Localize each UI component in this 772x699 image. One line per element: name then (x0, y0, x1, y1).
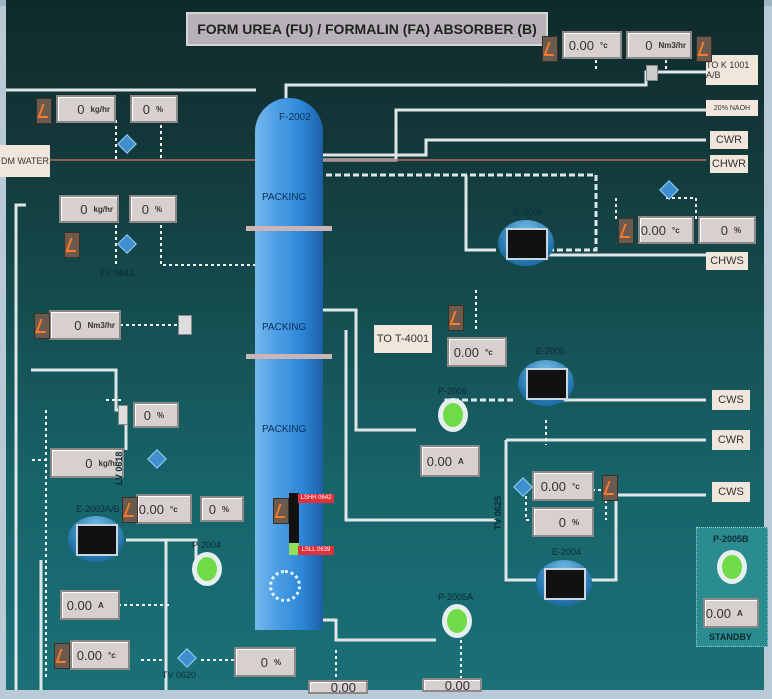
pipe-left-main (14, 203, 26, 690)
equipment-label-p2004: P-2004 (192, 540, 222, 550)
readout-tv0620-temp[interactable]: 0.00°c (70, 640, 130, 670)
heat-exchanger-e2003[interactable] (68, 516, 124, 562)
tag-cws-mid: CWS (712, 390, 750, 410)
trend-icon[interactable] (542, 36, 558, 62)
readout-tv0620-pct[interactable]: 0% (234, 647, 296, 677)
tag-naoh: 20% NAOH (706, 100, 758, 116)
packing-label-2: PACKING (262, 322, 307, 333)
trend-icon[interactable] (54, 643, 70, 669)
readout-lv-pct[interactable]: 0% (133, 402, 179, 428)
pump-p2004[interactable] (192, 552, 222, 586)
trend-icon[interactable] (36, 98, 52, 124)
valve-label-tv0625: TV 0625 (493, 495, 503, 530)
readout-tv0625-temp[interactable]: 0.00°c (532, 471, 594, 501)
pipe-mid (344, 330, 496, 522)
equipment-label-e2004: E-2004 (552, 547, 582, 557)
readout-top-temp[interactable]: 0.00°c (562, 31, 622, 59)
trend-icon[interactable] (448, 305, 464, 331)
equipment-label-p2006: P-2006 (438, 386, 468, 396)
trend-icon[interactable] (34, 313, 50, 339)
heat-exchanger-e2004[interactable] (536, 560, 592, 606)
pipe-cwr (317, 138, 706, 157)
pipe-e2006-in (317, 173, 598, 252)
readout-e2005-temp[interactable]: 0.00°c (447, 337, 507, 367)
level-bar (289, 493, 299, 555)
readout-bottom-2[interactable]: 0.00 (422, 678, 482, 693)
pipe-vent (284, 70, 706, 98)
page-title: FORM UREA (FU) / FORMALIN (FA) ABSORBER … (186, 12, 548, 46)
pump-p2005b[interactable] (717, 550, 747, 584)
equipment-label-e2005: E-2005 (536, 346, 566, 356)
trend-icon[interactable] (273, 498, 289, 524)
readout-e2003-temp[interactable]: 0.00°c (136, 494, 192, 524)
pipe-pump-suction (323, 308, 416, 432)
equipment-label-e2006: E-2006 (514, 207, 544, 217)
trend-icon[interactable] (618, 218, 634, 244)
standby-label: STANDBY (709, 632, 752, 642)
readout-tv0625-pct[interactable]: 0% (532, 507, 594, 537)
heat-exchanger-e2005[interactable] (518, 360, 574, 406)
readout-e2006-temp[interactable]: 0.00°c (638, 216, 694, 244)
tag-to-k1001: TO K 1001 A/B (706, 55, 758, 85)
level-transmitter-icon[interactable] (118, 405, 128, 425)
manway-icon (269, 570, 301, 602)
flow-element-icon[interactable] (178, 315, 192, 335)
pump-p2005a[interactable] (442, 604, 472, 638)
column-tray-2 (246, 354, 332, 359)
trend-icon[interactable] (602, 475, 618, 501)
readout-e2003-pct[interactable]: 0% (200, 496, 244, 522)
equipment-label-p2005a: P-2005A (438, 592, 474, 602)
tag-chws: CHWS (706, 252, 748, 270)
equipment-label-p2005b: P-2005B (713, 534, 749, 544)
alarm-lshh: LSHH 0642 (298, 494, 334, 503)
trend-icon[interactable] (122, 497, 138, 523)
trend-icon[interactable] (64, 232, 80, 258)
readout-fv-pct[interactable]: 0% (129, 195, 177, 223)
pipe-e2006-out (464, 175, 496, 252)
tag-chwr: CHWR (710, 155, 748, 173)
column-tag: F-2002 (279, 112, 311, 123)
pipe-naoh (317, 108, 706, 162)
tag-cwr-top: CWR (710, 131, 748, 149)
tag-to-t4001: TO T-4001 (374, 325, 432, 353)
pipe-cws-low (586, 493, 706, 582)
valve-label-fv0641: FV 0641 (100, 268, 135, 278)
valve-label-lv0618: LV 0618 (114, 451, 124, 485)
flow-element-icon[interactable] (646, 65, 658, 81)
alarm-lsll: LSLL 0639 (298, 546, 334, 555)
pipe-bottom (323, 618, 436, 642)
pipe-e2004-in (504, 440, 536, 582)
tag-dm-water: DM WATER (0, 145, 50, 177)
packing-label-1: PACKING (262, 192, 307, 203)
pipe-e2003-p2004 (126, 538, 198, 580)
trend-icon[interactable] (696, 36, 712, 62)
heat-exchanger-e2006[interactable] (498, 220, 554, 266)
valve-label-tv0620: TV 0620 (162, 670, 197, 680)
readout-e2006-pct[interactable]: 0% (698, 216, 756, 244)
column-tray-1 (246, 226, 332, 231)
tag-cws-low: CWS (712, 482, 750, 502)
readout-dm-pct[interactable]: 0% (130, 95, 178, 123)
packing-label-3: PACKING (262, 424, 307, 435)
readout-bottom-1[interactable]: 0.00 (308, 680, 368, 695)
pump-p2006[interactable] (438, 398, 468, 432)
equipment-label-e2003: E-2003A/B (76, 504, 120, 514)
tag-cwr-mid: CWR (712, 430, 750, 450)
